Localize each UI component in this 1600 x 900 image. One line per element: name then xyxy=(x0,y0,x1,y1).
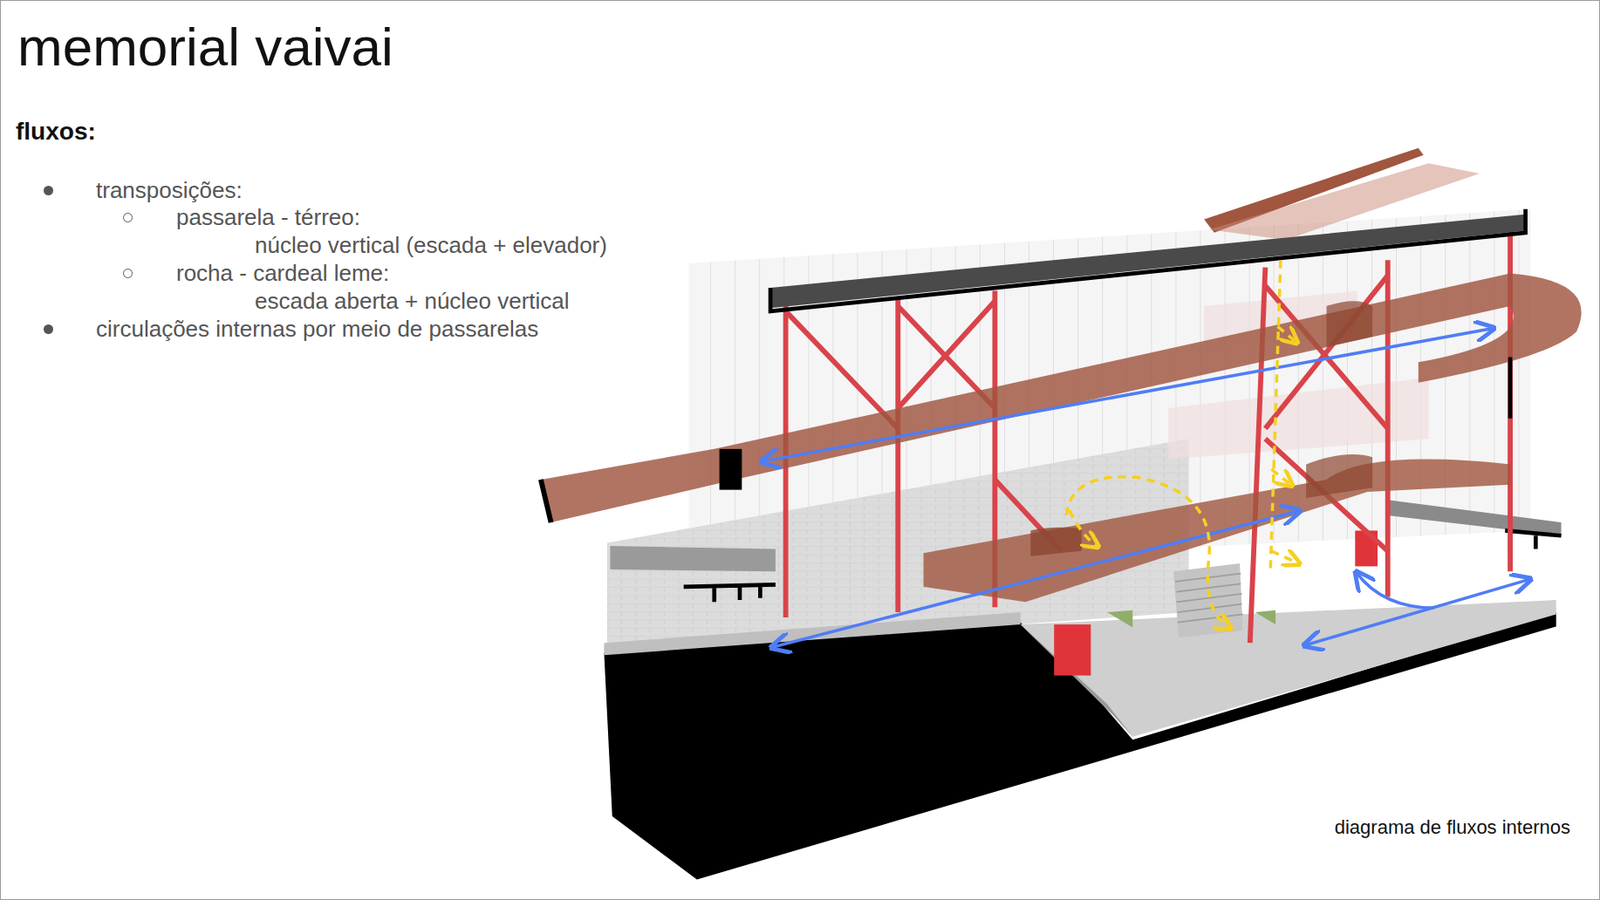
bullet-text: passarela - térreo: xyxy=(176,204,361,232)
bullet-text: circulações internas por meio de passare… xyxy=(95,315,539,343)
section-heading: fluxos: xyxy=(15,117,96,146)
bullet-text: transposições: xyxy=(95,177,243,205)
figure-caption: diagrama de fluxos internos xyxy=(1334,816,1571,840)
bullet-circle xyxy=(123,268,133,279)
bullet-text: núcleo vertical (escada + elevador) xyxy=(254,232,608,260)
bullet-text: escada aberta + núcleo vertical xyxy=(254,287,570,315)
bullet-dot xyxy=(43,185,54,196)
bullet-dot xyxy=(43,324,54,335)
bullet-text: rocha - cardeal leme: xyxy=(176,259,390,288)
slide-title: memorial vaivai xyxy=(17,15,394,78)
bullet-circle xyxy=(123,212,133,223)
